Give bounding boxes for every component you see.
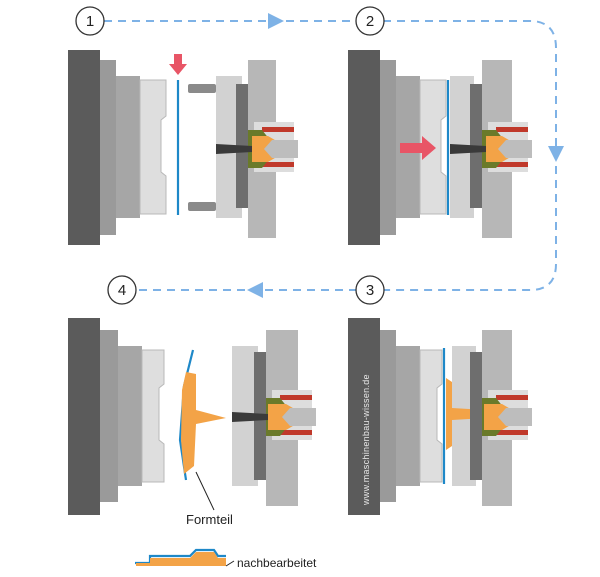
moving-platen (348, 50, 380, 245)
step-3-number: 3 (366, 282, 374, 299)
site-watermark: www.maschinenbau-wissen.de (361, 374, 371, 506)
clamp-plate (100, 330, 118, 502)
step-4-marker: 4 (107, 275, 137, 305)
hot-runner-nozzle (450, 122, 532, 172)
panel-1-mold-open (68, 50, 298, 245)
core-insert (141, 349, 165, 483)
finished-label-leader (225, 560, 235, 567)
close-direction-arrow (400, 136, 436, 160)
step-2-marker: 2 (355, 6, 385, 36)
support-plate (396, 346, 420, 486)
support-plate (118, 346, 142, 486)
guide-pin-top (188, 84, 216, 93)
step-2-number: 2 (366, 13, 374, 30)
step-1-marker: 1 (75, 6, 105, 36)
flow-arrow-left (247, 282, 263, 298)
support-plate (116, 76, 140, 218)
cavity-plate-dark (470, 352, 482, 480)
panel-4-part-ejected: Formteil (68, 318, 316, 527)
step-4-number: 4 (118, 282, 126, 299)
step-3-marker: 3 (355, 275, 385, 305)
core-insert (139, 79, 167, 215)
hot-runner-nozzle (482, 390, 532, 440)
film-insert-arrow (169, 54, 187, 75)
finished-label: nachbearbeitet (237, 556, 317, 570)
panel-2-mold-closing (348, 50, 532, 245)
core-insert (419, 349, 443, 483)
molded-part (446, 378, 452, 450)
step-1-number: 1 (86, 13, 94, 30)
flow-arrow-down (548, 146, 564, 162)
clamp-plate (100, 60, 116, 235)
panel-3-injection: www.maschinenbau-wissen.de (348, 318, 532, 515)
moving-platen (348, 318, 380, 515)
moving-platen (68, 318, 100, 515)
hot-runner-nozzle (232, 390, 316, 440)
flow-arrow-right (268, 13, 284, 29)
clamp-plate (380, 330, 396, 502)
hot-runner-nozzle (216, 122, 298, 172)
finished-part-profile: nachbearbeitet (135, 548, 317, 570)
part-label: Formteil (186, 512, 233, 527)
ejected-part (178, 349, 226, 481)
clamp-plate (380, 60, 396, 235)
guide-pin-bottom (188, 202, 216, 211)
moving-platen (68, 50, 100, 245)
part-label-leader (195, 471, 215, 511)
